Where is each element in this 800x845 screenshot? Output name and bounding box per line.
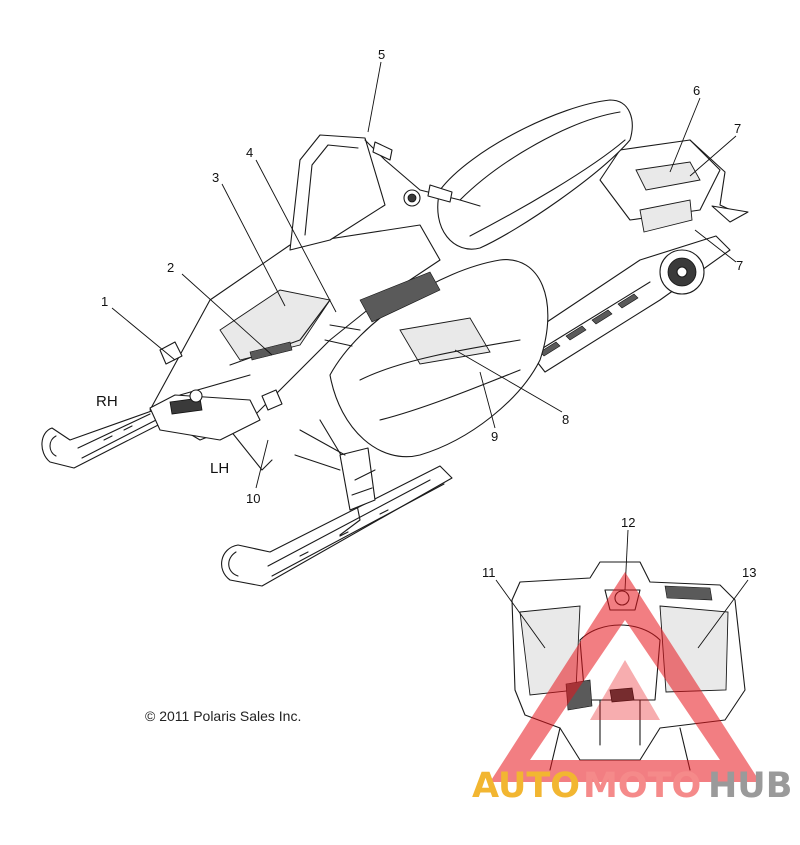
- callout-12: 12: [621, 515, 635, 530]
- watermark-text-auto: AUTO: [472, 766, 580, 806]
- watermark-text-hub: HUB: [708, 766, 792, 806]
- callout-7-top: 7: [734, 121, 741, 136]
- callout-13: 13: [742, 565, 756, 580]
- rear-idler-wheel: [659, 249, 705, 295]
- rear-rack: [599, 139, 749, 233]
- callout-2: 2: [167, 260, 174, 275]
- callout-4: 4: [246, 145, 253, 160]
- seat: [437, 99, 633, 250]
- tunnel: [519, 235, 731, 373]
- hood: [149, 224, 441, 441]
- callout-3: 3: [212, 170, 219, 185]
- watermark-text-moto: MOTO: [583, 766, 701, 806]
- windshield: [289, 134, 386, 251]
- left-ski: [221, 465, 453, 587]
- right-mirror: [159, 341, 183, 365]
- rh-label: RH: [96, 393, 118, 410]
- callout-11: 11: [482, 565, 496, 580]
- callout-8: 8: [562, 412, 569, 427]
- callout-10: 10: [246, 491, 260, 506]
- front-suspension: [229, 419, 376, 536]
- snowmobile-main-view: [41, 99, 749, 587]
- front-bumper: [149, 389, 261, 441]
- inset-callouts: 12 11 13: [482, 515, 756, 649]
- callout-1: 1: [101, 294, 108, 309]
- handlebar: [364, 139, 481, 207]
- copyright-notice: © 2011 Polaris Sales Inc.: [145, 708, 301, 724]
- automotohub-watermark: AUTO MOTO HUB: [472, 572, 792, 806]
- main-callouts: 1 2 3 4 5 6 7 7 8 9 10 RH LH: [96, 47, 743, 506]
- right-ski: [41, 407, 169, 469]
- left-mirror: [261, 389, 283, 411]
- watermark-triangle-icon: [490, 572, 760, 782]
- callout-7-bottom: 7: [736, 258, 743, 273]
- callout-5: 5: [378, 47, 385, 62]
- callout-6: 6: [693, 83, 700, 98]
- callout-9: 9: [491, 429, 498, 444]
- lh-label: LH: [210, 460, 229, 477]
- body-side-panel: [329, 259, 549, 458]
